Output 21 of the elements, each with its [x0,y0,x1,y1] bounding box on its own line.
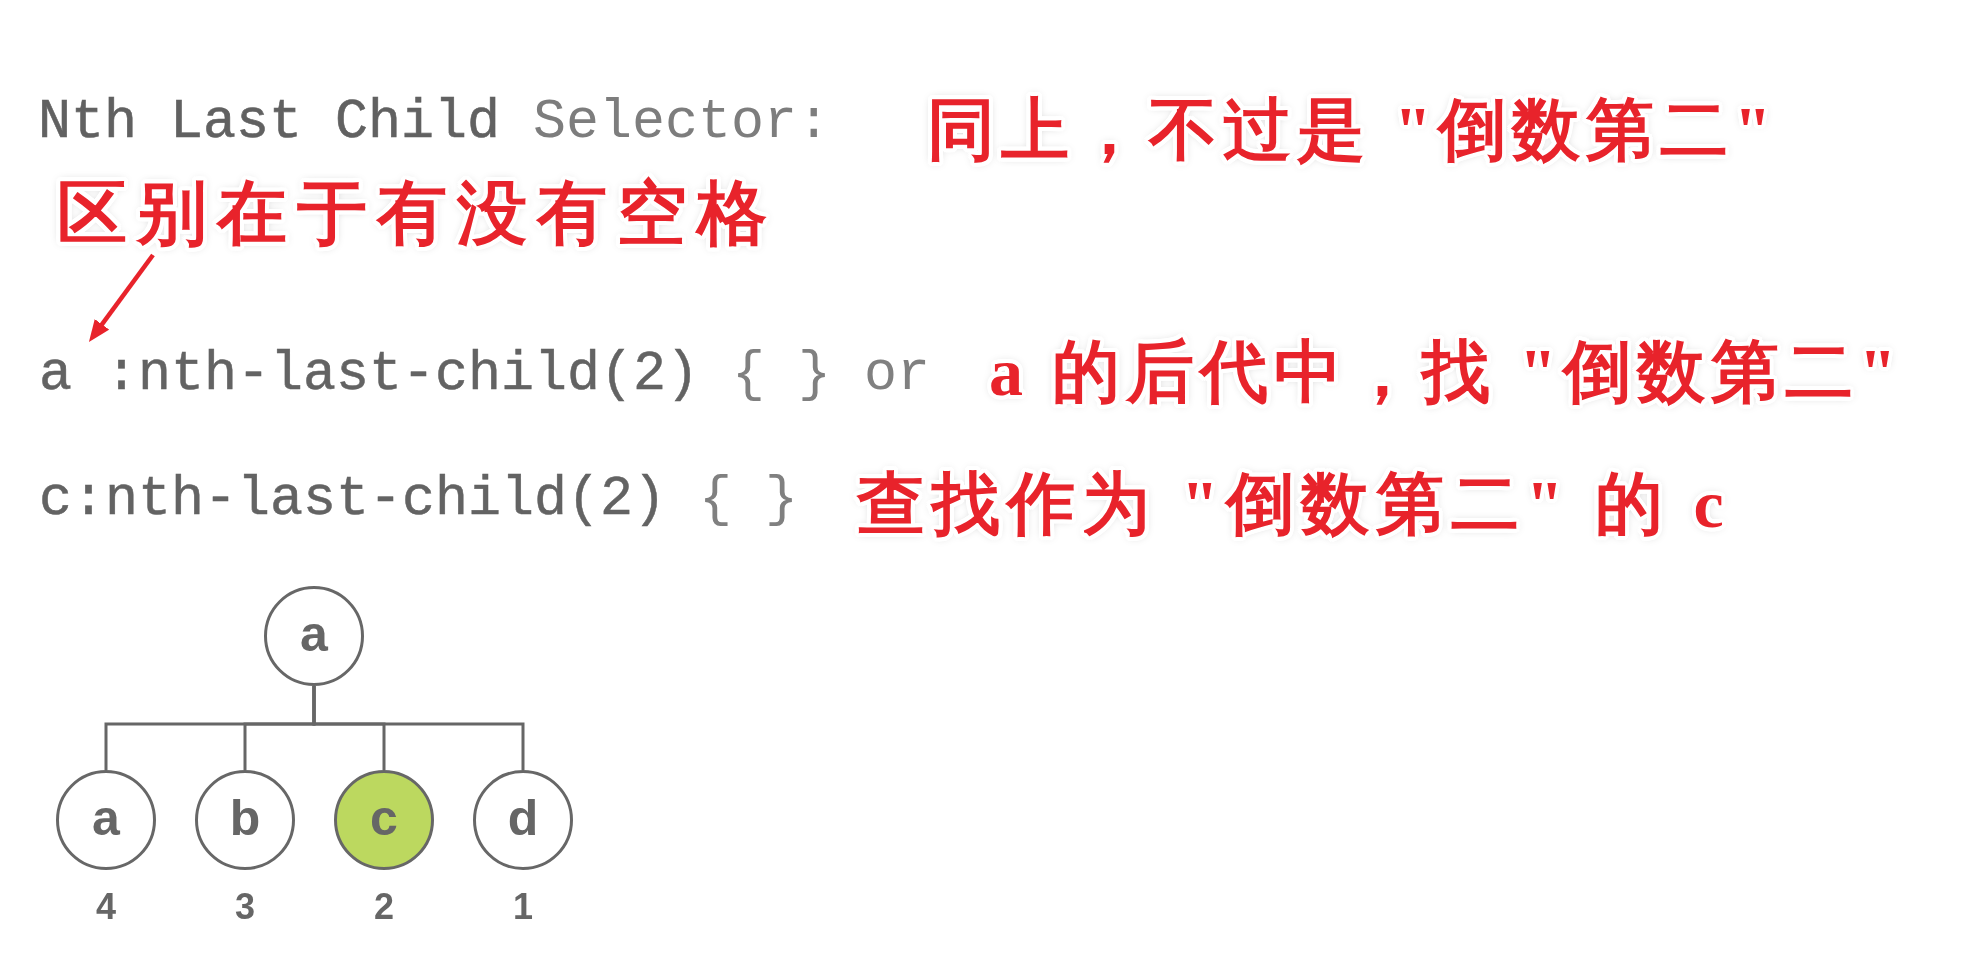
position-number: 3 [235,887,255,927]
tree-node: a [264,586,364,686]
code-braces: { } [699,467,799,533]
code-braces: { } [732,342,832,408]
annotation-note: 查找作为 "倒数第二" 的 c [857,465,1731,544]
selector-code: a :nth-last-child(2) [39,342,700,408]
position-number: 1 [513,887,533,927]
position-number: 4 [96,887,116,927]
annotation-note: 同上，不过是 "倒数第二" [927,91,1778,170]
position-number: 2 [374,887,394,927]
leader-arrow [89,253,155,341]
heading: Nth Last Child Selector: [38,90,831,156]
annotation-note: 区别在于有没有空格 [57,172,777,255]
annotation-note: a 的后代中，找 "倒数第二" [989,333,1903,412]
tree-node: c [334,770,434,870]
tree-connector [312,686,525,770]
tree-node: d [473,770,573,870]
conjunction-word: or [864,342,930,408]
selector-code: c:nth-last-child(2) [39,467,667,533]
tree-node: b [195,770,295,870]
tree-node: a [56,770,156,870]
